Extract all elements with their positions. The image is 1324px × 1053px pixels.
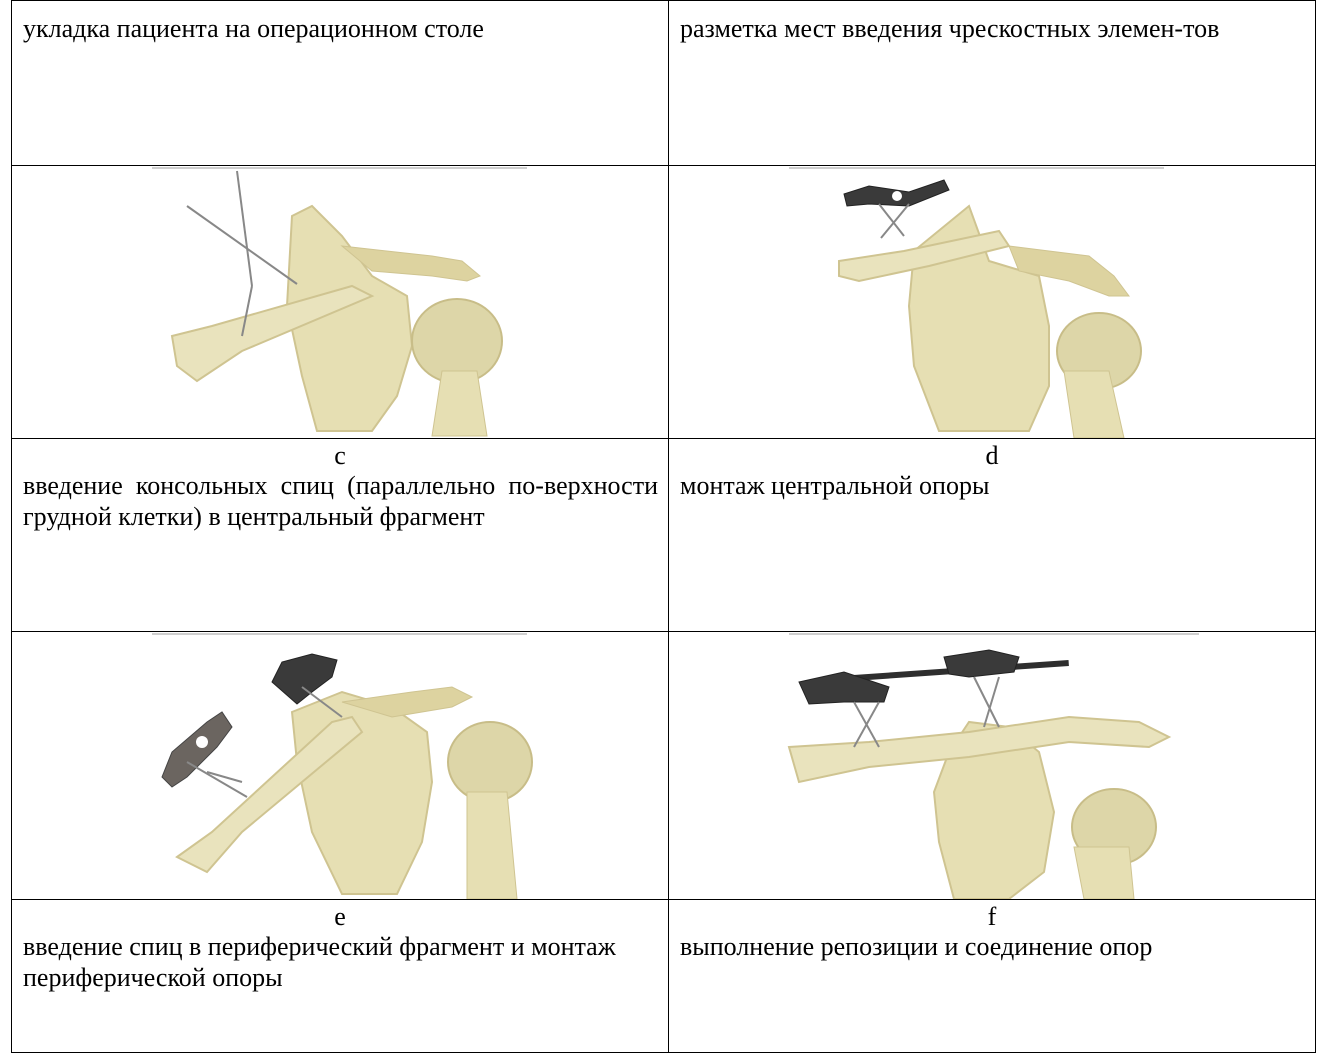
image-f <box>669 632 1315 899</box>
document-page: укладка пациента на операционном столе р… <box>11 0 1315 1052</box>
cell-step-c: c введение консольных спиц (параллельно … <box>12 439 669 632</box>
step-d-caption: монтаж центральной опоры <box>669 470 1315 501</box>
cell-step-a: укладка пациента на операционном столе <box>12 1 669 166</box>
image-d <box>669 166 1315 438</box>
step-b-caption: разметка мест введения чрескостных элеме… <box>669 1 1300 44</box>
image-cell-d <box>669 166 1316 439</box>
table-row: укладка пациента на операционном столе р… <box>12 1 1316 166</box>
step-d-letter: d <box>669 439 1315 470</box>
image-c <box>12 166 668 438</box>
cell-step-d: d монтаж центральной опоры <box>669 439 1316 632</box>
table-row <box>12 166 1316 439</box>
cell-step-e: e введение спиц в периферический фрагмен… <box>12 900 669 1053</box>
image-cell-f <box>669 632 1316 900</box>
image-cell-e <box>12 632 669 900</box>
step-c-letter: c <box>12 439 668 470</box>
image-cell-c <box>12 166 669 439</box>
step-a-caption: укладка пациента на операционном столе <box>12 1 668 44</box>
image-e <box>12 632 668 899</box>
table-row <box>12 632 1316 900</box>
step-f-letter: f <box>669 900 1315 931</box>
cell-step-f: f выполнение репозиции и соединение опор <box>669 900 1316 1053</box>
procedure-steps-table: укладка пациента на операционном столе р… <box>11 0 1316 1053</box>
table-row: e введение спиц в периферический фрагмен… <box>12 900 1316 1053</box>
step-e-letter: e <box>12 900 668 931</box>
step-c-caption: введение консольных спиц (параллельно по… <box>12 470 668 532</box>
table-row: c введение консольных спиц (параллельно … <box>12 439 1316 632</box>
cell-step-b: разметка мест введения чрескостных элеме… <box>669 1 1316 166</box>
step-e-caption: введение спиц в периферический фрагмент … <box>12 931 668 993</box>
step-f-caption: выполнение репозиции и соединение опор <box>669 931 1315 962</box>
